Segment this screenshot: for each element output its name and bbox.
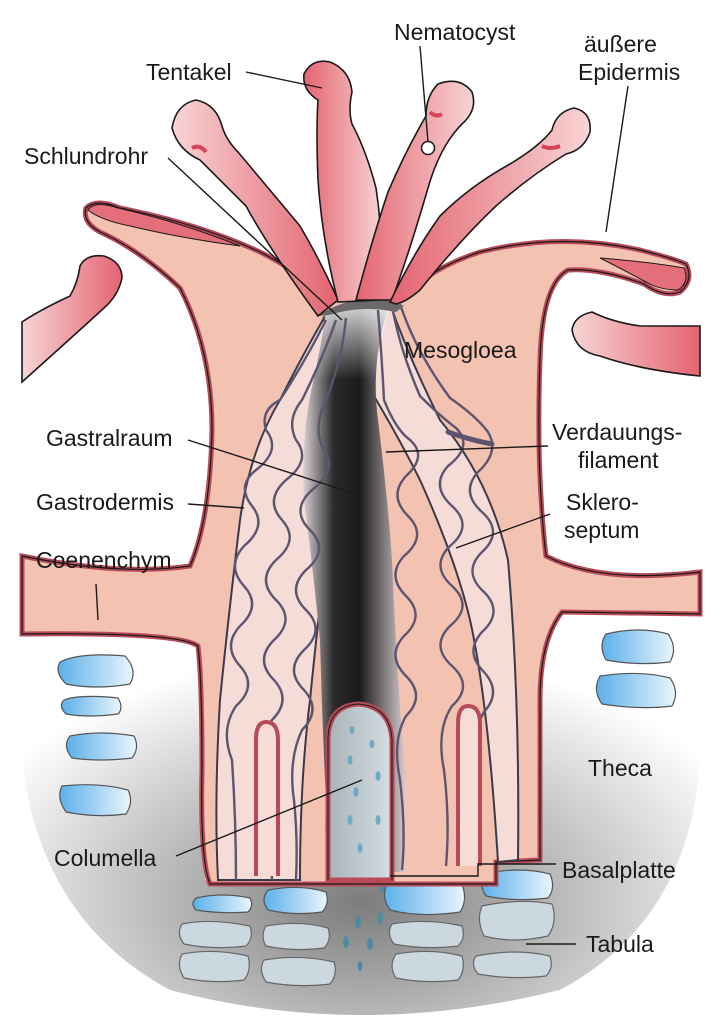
theca-pillars (254, 703, 482, 876)
label-schlundrohr: Schlundrohr (24, 143, 148, 169)
label-coenenchym: Coenenchym (36, 547, 172, 573)
label-nematocyst: Nematocyst (394, 19, 516, 45)
label-gastrodermis: Gastrodermis (36, 489, 174, 515)
label-columella: Columella (54, 845, 156, 871)
label-tabula: Tabula (586, 931, 654, 957)
label-aussere-line1: äußere (584, 31, 657, 57)
side-tentacles (21, 254, 701, 384)
mouth (318, 300, 404, 316)
tentacles (171, 60, 591, 318)
digestive-filament (445, 429, 495, 447)
label-basalplatte: Basalplatte (562, 857, 676, 883)
label-sklero-line2: septum (564, 517, 639, 543)
label-tentakel: Tentakel (146, 59, 232, 85)
label-aussere-line2: Epidermis (578, 59, 680, 85)
label-sklero-line1: Sklero- (566, 489, 639, 515)
columella (325, 701, 395, 883)
nematocyst-capsule (420, 140, 436, 156)
label-theca: Theca (588, 755, 652, 781)
leader-lines (95, 45, 629, 945)
labels: Tentakel Nematocyst äußere Epidermis Sch… (24, 19, 682, 957)
label-mesogloea: Mesogloea (404, 337, 517, 363)
label-verdauung-line2: filament (578, 447, 659, 473)
label-verdauung-line1: Verdauungs- (552, 419, 682, 445)
label-gastralraum: Gastralraum (46, 425, 173, 451)
skeleton-plates (57, 629, 677, 987)
